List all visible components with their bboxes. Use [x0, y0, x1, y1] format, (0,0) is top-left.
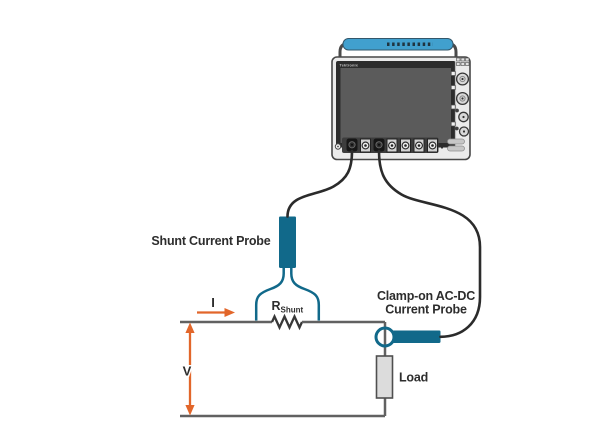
- voltage-arrowhead-down: [185, 405, 195, 416]
- current-arrowhead: [224, 308, 235, 317]
- circuit: [180, 313, 387, 418]
- load-resistor: Load: [375, 355, 428, 399]
- load-label: Load: [399, 371, 428, 385]
- clamp-probe-cable: [377, 149, 482, 339]
- current-arrow: I: [197, 295, 235, 317]
- clamp-probe-label-line2: Current Probe: [385, 303, 467, 317]
- oscilloscope: Tektronix: [331, 38, 471, 161]
- control-knob-3[interactable]: [458, 111, 469, 123]
- shunt-probe-lead-left: [254, 267, 285, 321]
- scope-screen: [340, 68, 451, 143]
- clamp-ring: [374, 326, 396, 348]
- resistor-symbol: R: [272, 299, 281, 313]
- control-knob-4[interactable]: [458, 126, 470, 137]
- panel-button-1[interactable]: [450, 71, 456, 76]
- resistor-label: R Shunt: [272, 299, 304, 315]
- bnc-connector-2[interactable]: [386, 138, 398, 153]
- scope-brand-label: Tektronix: [340, 63, 359, 67]
- power-button[interactable]: [334, 143, 342, 150]
- shunt-probe-cable: [286, 149, 354, 218]
- probe-plug-1[interactable]: [346, 138, 358, 152]
- voltage-label: V: [183, 364, 192, 379]
- control-knob-1[interactable]: [455, 72, 470, 86]
- bnc-connector-5[interactable]: [427, 138, 438, 153]
- bnc-connector-3[interactable]: [400, 138, 411, 153]
- panel-button-2[interactable]: [450, 85, 456, 90]
- shunt-probe-label: Shunt Current Probe: [151, 234, 270, 248]
- panel-button-4[interactable]: [450, 121, 456, 127]
- shunt-probe-lead-right: [290, 267, 321, 321]
- scope-control-panel: [450, 57, 470, 148]
- voltage-arrowhead-up: [185, 322, 195, 333]
- probe-plug-2[interactable]: [373, 138, 385, 152]
- panel-dot: [440, 146, 444, 149]
- resistor-subscript: Shunt: [281, 306, 304, 315]
- mini-button-grid: [456, 57, 470, 66]
- clamp-probe-label-line1: Clamp-on AC-DC: [377, 289, 475, 303]
- scope-connector-panel: [334, 137, 465, 153]
- panel-button-3[interactable]: [450, 104, 456, 110]
- voltage-arrow: V: [181, 322, 195, 416]
- scope-handle: [338, 38, 458, 63]
- shunt-current-probe: Shunt Current Probe: [151, 216, 321, 321]
- shunt-resistor: [270, 313, 304, 331]
- bnc-connector-4[interactable]: [413, 138, 425, 153]
- panel-led-1: [455, 108, 459, 113]
- panel-led-2: [454, 126, 459, 131]
- current-label: I: [211, 295, 215, 310]
- control-knob-2[interactable]: [455, 91, 470, 106]
- clamp-current-probe: Clamp-on AC-DC Current Probe: [374, 289, 475, 348]
- clamp-probe-body: [392, 330, 441, 343]
- bnc-connector-1[interactable]: [360, 138, 371, 153]
- shunt-probe-body: [279, 216, 296, 268]
- load-box: [375, 355, 394, 399]
- vent-slot-2: [447, 145, 465, 152]
- vent-slot-1: [447, 138, 465, 145]
